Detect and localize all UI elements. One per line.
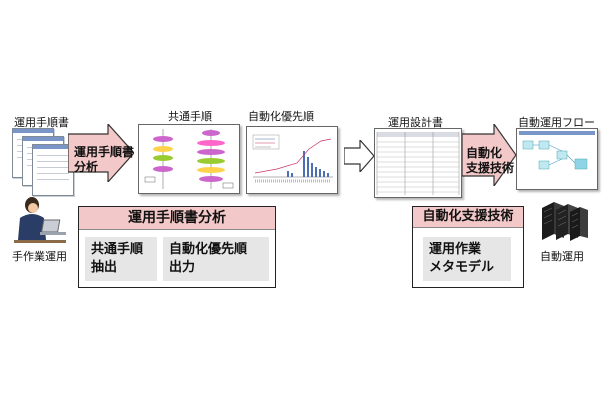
design-document-thumbnail [374,128,462,198]
label-auto-flow: 自動運用フロー [518,116,595,129]
arrow1-line1: 運用手順書 [74,145,135,159]
auto-flow-thumbnail [516,128,598,190]
box3-line1: 運用作業 [429,242,482,257]
extract-common-procedure-box: 共通手順 抽出 [85,237,157,281]
label-design-doc: 運用設計書 [388,116,443,129]
operation-metamodel-box: 運用作業 メタモデル [423,237,511,281]
person-at-laptop-icon [14,197,66,243]
manual-analysis-panel: 運用手順書分析 共通手順 抽出 自動化優先順 出力 [78,206,276,288]
auto-flow-graphic [519,131,595,170]
label-manual: 運用手順書 [14,116,69,129]
label-manual-operation: 手作業運用 [12,250,67,263]
support-tech-arrow [462,124,516,186]
box2-line2: 出力 [169,260,196,275]
design-table-graphic [376,132,460,195]
box1-line1: 共通手順 [91,242,144,257]
arrow2-line1: 自動化 [466,146,503,160]
label-auto-operation: 自動運用 [540,250,584,263]
support-technology-panel: 自動化支援技術 運用作業 メタモデル [412,206,524,288]
box3-line2: メタモデル [429,260,495,275]
label-common-procedure: 共通手順 [168,110,212,123]
label-automation-priority: 自動化優先順 [248,110,314,123]
box1-line2: 抽出 [91,260,118,275]
analysis-arrow [68,124,134,182]
flowchart-graphic [144,129,234,189]
support-technology-title: 自動化支援技術 [413,207,523,228]
arrow2-text: 自動化 支援技術 [466,146,514,176]
common-procedure-flowchart-thumbnail [138,124,240,194]
priority-chart-thumbnail [246,126,338,194]
server-rack-icon [542,202,588,241]
output-priority-box: 自動化優先順 出力 [163,237,269,281]
documents-stack-icon [12,128,74,198]
priority-chart-graphic [252,134,333,183]
arrow1-line2: 分析 [74,160,99,174]
arrow1-text: 運用手順書 分析 [74,145,134,175]
arrow2-line2: 支援技術 [466,161,515,175]
box2-line1: 自動化優先順 [169,242,248,257]
manual-analysis-title: 運用手順書分析 [79,207,275,230]
process-arrow [344,140,374,172]
